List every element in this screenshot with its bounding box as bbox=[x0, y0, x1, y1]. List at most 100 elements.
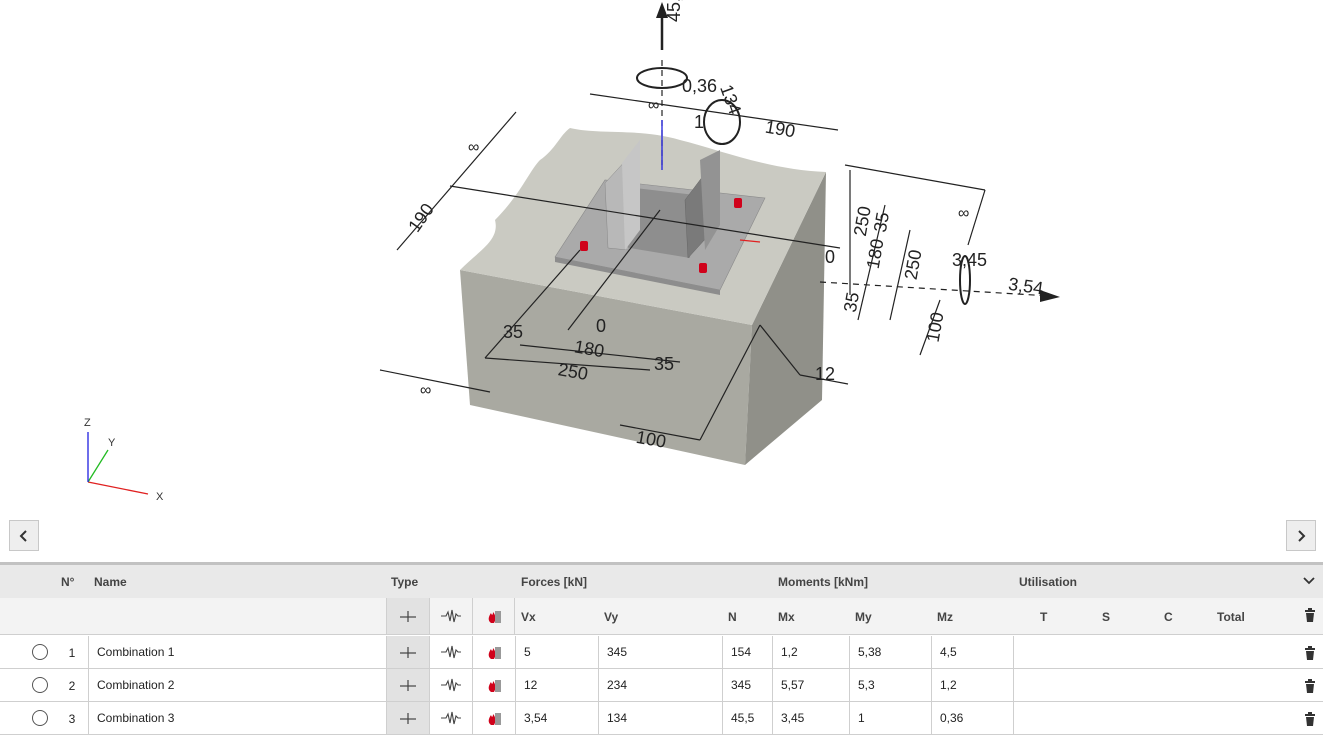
row-vy-input[interactable]: 134 bbox=[598, 702, 722, 734]
row-vy-input[interactable]: 234 bbox=[598, 669, 722, 701]
anchor-bolt bbox=[734, 198, 742, 208]
row-select-radio[interactable] bbox=[32, 710, 48, 726]
row-mx-input[interactable]: 3,45 bbox=[772, 702, 849, 734]
row-vx-input[interactable]: 12 bbox=[515, 669, 598, 701]
dim-line bbox=[919, 299, 941, 356]
column-flange-left bbox=[604, 157, 629, 251]
subheader-mz: Mz bbox=[937, 610, 953, 624]
concrete-block-front bbox=[460, 270, 752, 465]
dim-line bbox=[889, 229, 911, 321]
anchor-bolt bbox=[580, 241, 588, 251]
dim-line bbox=[967, 189, 986, 246]
dim-right-250b: 250 bbox=[901, 248, 926, 281]
fire-load-icon bbox=[488, 647, 501, 659]
row-name-input[interactable]: Combination 1 bbox=[88, 636, 386, 668]
subheader-n: N bbox=[728, 610, 737, 624]
dim-right-35b: 35 bbox=[840, 291, 863, 314]
row-mz-input[interactable]: 0,36 bbox=[931, 702, 1013, 734]
filter-static-button[interactable] bbox=[386, 598, 429, 634]
dim-line bbox=[567, 209, 661, 331]
dim-line bbox=[799, 374, 849, 385]
chevron-left-icon bbox=[19, 529, 27, 542]
coordinate-axes: X Y Z bbox=[84, 417, 164, 503]
row-divider bbox=[1013, 702, 1014, 734]
row-vx-input[interactable]: 3,54 bbox=[515, 702, 598, 734]
row-type-seismic[interactable] bbox=[429, 702, 472, 734]
dim-right-100: 100 bbox=[923, 311, 948, 344]
chevron-down-icon[interactable] bbox=[1303, 577, 1315, 585]
row-mx-input[interactable]: 5,57 bbox=[772, 669, 849, 701]
static-load-icon bbox=[400, 713, 416, 724]
row-my-input[interactable]: 5,38 bbox=[849, 636, 931, 668]
row-type-static[interactable] bbox=[386, 669, 429, 701]
row-mx-input[interactable]: 1,2 bbox=[772, 636, 849, 668]
side-moment-arc bbox=[959, 255, 971, 305]
row-divider bbox=[1013, 669, 1014, 701]
row-type-seismic[interactable] bbox=[429, 669, 472, 701]
row-my-input[interactable]: 1 bbox=[849, 702, 931, 734]
dim-line bbox=[484, 357, 651, 371]
delete-row-icon[interactable] bbox=[1304, 679, 1316, 693]
row-type-static[interactable] bbox=[386, 702, 429, 734]
header-type: Type bbox=[391, 575, 419, 589]
table-row[interactable]: 3 Combination 3 3,54 134 45,5 3,45 1 0,3… bbox=[0, 702, 1323, 735]
load-combinations-table: N° Name Type Forces [kN] Moments [kNm] U… bbox=[0, 562, 1323, 735]
previous-button[interactable] bbox=[9, 520, 39, 551]
row-n-input[interactable]: 154 bbox=[722, 636, 772, 668]
dim-moment-z: 0,36 bbox=[682, 76, 717, 96]
dim-bottom-35b: 35 bbox=[654, 354, 674, 374]
header-moments: Moments [kNm] bbox=[778, 575, 869, 589]
delete-row-icon[interactable] bbox=[1304, 712, 1316, 726]
row-vy-input[interactable]: 345 bbox=[598, 636, 722, 668]
dim-right-180: 180 bbox=[863, 237, 888, 270]
row-type-seismic[interactable] bbox=[429, 636, 472, 668]
row-select-radio[interactable] bbox=[32, 677, 48, 693]
table-row[interactable]: 2 Combination 2 12 234 345 5,57 5,3 1,2 bbox=[0, 669, 1323, 702]
side-axis bbox=[819, 281, 1051, 297]
static-load-icon bbox=[400, 647, 416, 658]
dim-inf-col: ∞ bbox=[648, 97, 659, 114]
row-my-input[interactable]: 5,3 bbox=[849, 669, 931, 701]
dim-line bbox=[484, 249, 581, 359]
row-number: 3 bbox=[68, 712, 76, 726]
static-load-icon bbox=[400, 680, 416, 691]
row-name-input[interactable]: Combination 3 bbox=[88, 702, 386, 734]
row-vx-input[interactable]: 5 bbox=[515, 636, 598, 668]
column-flange-left-face bbox=[622, 140, 640, 250]
next-button[interactable] bbox=[1286, 520, 1316, 551]
dim-line bbox=[619, 424, 701, 441]
row-type-fire[interactable] bbox=[472, 636, 515, 668]
header-forces: Forces [kN] bbox=[521, 575, 588, 589]
dim-moment-x: 1 bbox=[694, 112, 704, 132]
row-n-input[interactable]: 345 bbox=[722, 669, 772, 701]
row-name-input[interactable]: Combination 2 bbox=[88, 669, 386, 701]
filter-seismic-button[interactable] bbox=[429, 598, 472, 634]
dim-line bbox=[396, 111, 517, 251]
row-mz-input[interactable]: 4,5 bbox=[931, 636, 1013, 668]
header-name: Name bbox=[94, 575, 127, 589]
table-row[interactable]: 1 Combination 1 5 345 154 1,2 5,38 4,5 bbox=[0, 636, 1323, 669]
filter-fire-button[interactable] bbox=[472, 598, 515, 634]
dim-line bbox=[844, 164, 986, 191]
seismic-load-icon bbox=[441, 609, 461, 623]
bending-moment-arc bbox=[703, 99, 741, 145]
seismic-load-icon bbox=[441, 711, 461, 725]
row-mz-input[interactable]: 1,2 bbox=[931, 669, 1013, 701]
header-utilisation: Utilisation bbox=[1019, 575, 1078, 589]
row-n-input[interactable]: 45,5 bbox=[722, 702, 772, 734]
subheader-my: My bbox=[855, 610, 872, 624]
dim-moment-y: 134 bbox=[716, 82, 745, 117]
axis-x bbox=[87, 481, 149, 495]
dim-bottom-35a: 35 bbox=[503, 322, 523, 342]
row-type-fire[interactable] bbox=[472, 702, 515, 734]
row-type-fire[interactable] bbox=[472, 669, 515, 701]
delete-all-icon[interactable] bbox=[1304, 608, 1316, 622]
dim-right-0: 0 bbox=[825, 247, 835, 267]
dim-bottom-0: 0 bbox=[596, 316, 606, 336]
row-select-radio[interactable] bbox=[32, 644, 48, 660]
row-type-static[interactable] bbox=[386, 636, 429, 668]
model-viewport[interactable]: 45,5 0,36 1 134 ∞ ∞ 190 190 ∞ 250 35 180… bbox=[0, 0, 1323, 560]
delete-row-icon[interactable] bbox=[1304, 646, 1316, 660]
subheader-s: S bbox=[1102, 610, 1111, 624]
row-number: 1 bbox=[68, 646, 76, 660]
